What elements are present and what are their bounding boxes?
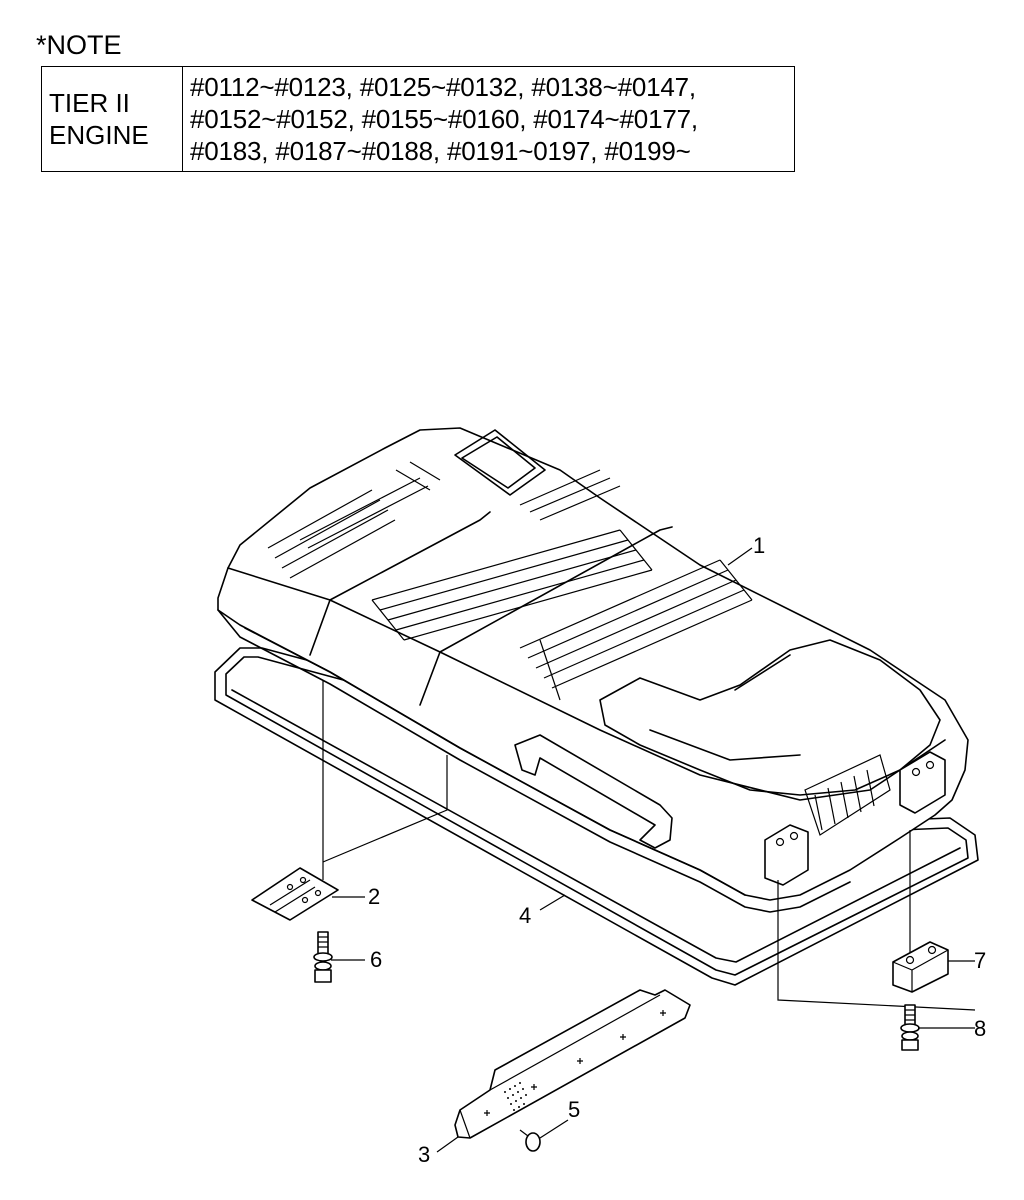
serial-line-2: #0152~#0152, #0155~#0160, #0174~#0177, bbox=[190, 104, 698, 134]
callout-6: 6 bbox=[370, 947, 382, 972]
engine-label-line1: TIER II bbox=[49, 88, 130, 118]
callout-5: 5 bbox=[568, 1097, 580, 1122]
callout-1: 1 bbox=[753, 533, 765, 558]
louver-group-middle bbox=[371, 529, 653, 641]
louver-group-rear bbox=[267, 461, 621, 579]
serial-line-3: #0183, #0187~#0188, #0191~0197, #0199~ bbox=[190, 136, 691, 166]
bolt-part-8 bbox=[900, 1004, 920, 1051]
callout-7: 7 bbox=[974, 948, 986, 973]
callout-2: 2 bbox=[368, 884, 380, 909]
engine-hood-part-1 bbox=[217, 427, 969, 913]
callout-3: 3 bbox=[418, 1142, 430, 1167]
engine-cell: TIER II ENGINE bbox=[42, 67, 183, 171]
mount-block-part-7 bbox=[892, 941, 949, 993]
callout-8: 8 bbox=[974, 1016, 986, 1041]
bolt-part-6 bbox=[313, 931, 333, 983]
seal-frame-part-4 bbox=[214, 647, 979, 986]
cover-plate-part-3 bbox=[454, 989, 691, 1139]
callout-4: 4 bbox=[519, 903, 531, 928]
engine-label-line2: ENGINE bbox=[49, 120, 149, 150]
rivet-part-5 bbox=[519, 1129, 541, 1152]
serial-line-1: #0112~#0123, #0125~#0132, #0138~#0147, bbox=[190, 72, 696, 102]
serial-cell: #0112~#0123, #0125~#0132, #0138~#0147, #… bbox=[183, 67, 794, 171]
louver-group-front bbox=[519, 559, 753, 701]
hinge-part-2 bbox=[251, 867, 339, 921]
note-table: TIER II ENGINE #0112~#0123, #0125~#0132,… bbox=[41, 66, 795, 172]
leader-lines bbox=[331, 547, 975, 1153]
note-title: *NOTE bbox=[36, 30, 122, 60]
side-vent-grille bbox=[804, 754, 891, 836]
